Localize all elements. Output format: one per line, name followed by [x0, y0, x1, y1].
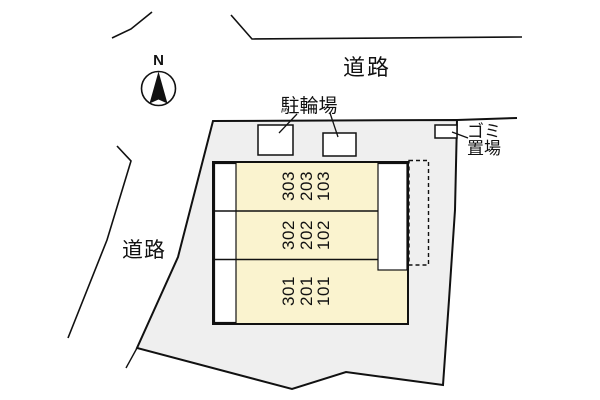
garbage-area-label-line2: 置場	[467, 138, 501, 158]
bicycle-parking-box-2	[322, 132, 357, 157]
building-corridor-left	[213, 162, 237, 324]
road-line-top	[230, 14, 523, 40]
unit-numbers-row-1: 303 203 103	[278, 171, 333, 201]
road-line-left	[67, 145, 132, 339]
garbage-area-label: ゴミ 置場	[460, 122, 508, 158]
road-label-top: 道路	[342, 55, 391, 80]
garbage-area-label-line1: ゴミ	[467, 122, 501, 141]
road-label-left: 道路	[122, 239, 166, 262]
road-line-top-left	[111, 11, 153, 39]
garbage-box	[434, 124, 458, 139]
parcel-top-line-extension	[456, 117, 518, 121]
bicycle-leader-line-2	[329, 112, 339, 138]
balcony-dashed-area	[408, 159, 430, 266]
bicycle-parking-label: 駐輪場	[280, 96, 338, 117]
unit-numbers-row-3: 301 201 101	[278, 276, 333, 306]
unit-numbers-row-2: 302 202 102	[278, 220, 333, 250]
parcel-left-line-extension	[125, 347, 138, 369]
building-outline	[212, 161, 409, 325]
compass-north-label: N	[153, 52, 164, 69]
compass-needle-icon	[149, 71, 168, 104]
garbage-leader-line	[451, 131, 469, 139]
bicycle-parking-box-1	[257, 124, 294, 156]
bicycle-leader-line-1	[278, 113, 298, 134]
building-corridor-right	[377, 162, 408, 271]
